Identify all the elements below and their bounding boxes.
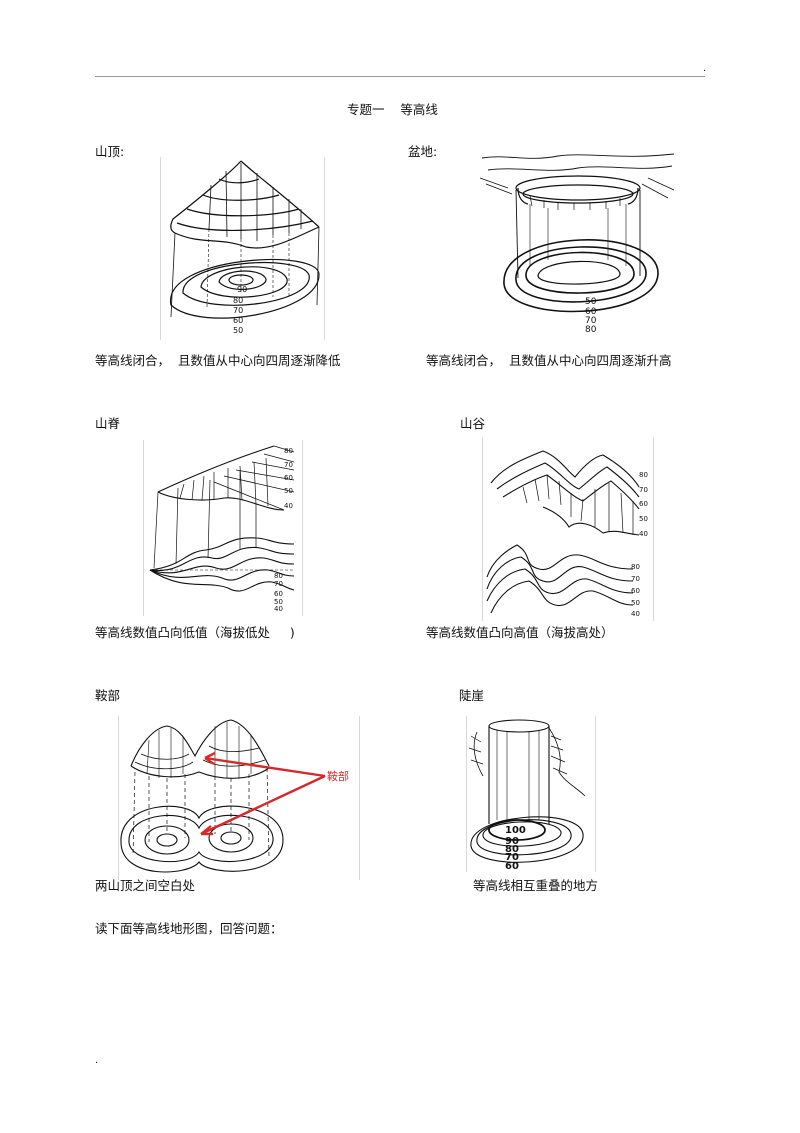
peak-value-80: 80 [233,296,244,305]
header-mark: . [703,63,707,74]
ridge-label: 山脊 [95,416,121,431]
basin-value-80: 80 [585,325,597,335]
ridge-bottom-value-60: 60 [274,590,283,598]
footer-mark: . [95,1055,99,1066]
peak-caption: 等高线闭合， 且数值从中心向四周逐渐降低 [95,353,341,368]
cliff-value-60: 60 [505,861,519,872]
ridge-figure: 80 70 60 50 40 80 70 60 50 40 [143,440,303,616]
cliff-label: 陡崖 [459,688,485,703]
page-title: 专题一 等高线 [347,102,438,117]
peak-value-60: 60 [233,316,244,325]
valley-bottom-value-70: 70 [631,575,640,583]
valley-top-value-80: 80 [639,471,648,479]
saddle-callout-label: 鞍部 [327,770,349,783]
basin-value-60: 60 [585,307,597,317]
valley-caption: 等高线数值凸向高值（海拔高处） [426,625,614,640]
ridge-top-value-40: 40 [284,502,293,510]
ridge-bottom-value-80: 80 [274,572,283,580]
basin-label: 盆地: [408,144,438,159]
valley-bottom-value-60: 60 [631,587,640,595]
ridge-top-value-50: 50 [284,487,293,495]
peak-value-70: 70 [233,306,244,315]
peak-label: 山顶: [95,144,125,159]
ridge-top-value-70: 70 [284,461,293,469]
saddle-label: 鞍部 [95,688,121,703]
cliff-value-100: 100 [505,825,526,836]
ridge-top-value-60: 60 [284,474,293,482]
peak-value-90: 90 [237,285,248,294]
valley-bottom-value-50: 50 [631,599,640,607]
ridge-bottom-value-40: 40 [274,605,283,613]
basin-value-50: 50 [585,297,597,307]
cliff-value-90: 90 [505,836,519,847]
peak-figure: 90 80 70 60 50 [160,157,325,340]
valley-label: 山谷 [460,416,486,431]
question-text: 读下面等高线地形图，回答问题： [95,921,283,936]
header-rule [95,76,705,77]
ridge-caption: 等高线数值凸向低值（海拔低处 ) [95,625,295,640]
cliff-figure: 100 90 80 70 60 [466,716,596,872]
saddle-caption: 两山顶之间空白处 [95,878,196,893]
valley-top-value-40: 40 [639,530,648,538]
saddle-figure: 鞍部 [118,716,360,880]
valley-bottom-value-80: 80 [631,563,640,571]
cliff-caption: 等高线相互重叠的地方 [473,878,599,893]
valley-bottom-value-40: 40 [631,610,640,618]
cliff-value-70: 70 [505,852,519,863]
ridge-top-value-80: 80 [284,447,293,455]
ridge-bottom-value-70: 70 [274,580,283,588]
valley-figure: 80 70 60 50 40 80 70 60 50 40 [482,437,654,621]
peak-value-50: 50 [233,326,244,335]
basin-value-70: 70 [585,316,597,326]
basin-caption: 等高线闭合， 且数值从中心向四周逐渐升高 [426,353,672,368]
ridge-bottom-value-50: 50 [274,598,283,606]
basin-figure: 50 60 70 80 [478,148,677,338]
valley-top-value-70: 70 [639,486,648,494]
cliff-value-80: 80 [505,844,519,855]
valley-top-value-60: 60 [639,500,648,508]
valley-top-value-50: 50 [639,515,648,523]
